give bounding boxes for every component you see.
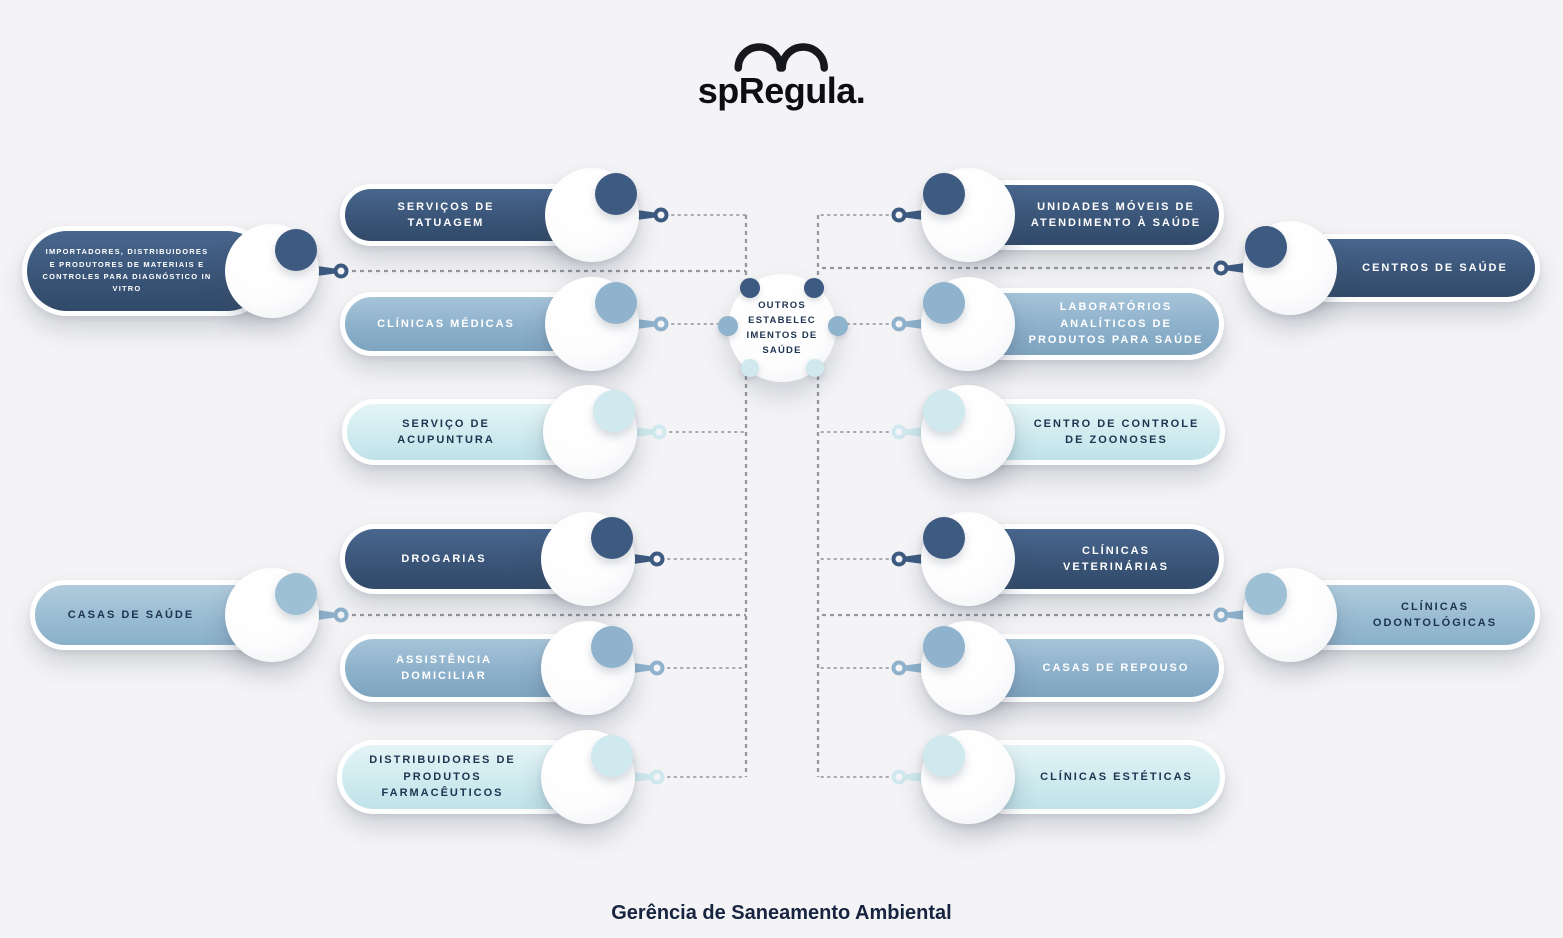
- pill-label: UNIDADES MÓVEIS DE ATENDIMENTO À SAÚDE: [1030, 200, 1202, 230]
- decor-dot: [591, 626, 633, 668]
- hub-dot-light: [806, 359, 824, 377]
- hub-label: OUTROS ESTABELEC IMENTOS DE SAÚDE: [746, 299, 818, 357]
- node-centros-de-saude: CENTROS DE SAÚDE: [1243, 221, 1540, 315]
- decor-dot: [923, 735, 965, 777]
- pill-label: SERVIÇO DE ACUPUNTURA: [397, 417, 495, 447]
- pill-label: IMPORTADORES, DISTRIBUIDORES E PRODUTORE…: [42, 247, 212, 294]
- decor-dot: [595, 173, 637, 215]
- pill-label: CLÍNICAS ESTÉTICAS: [1040, 770, 1193, 783]
- node-servicos-de-tatuagem: SERVIÇOS DE TATUAGEM: [340, 168, 639, 262]
- pill: CLÍNICAS VETERINÁRIAS: [968, 524, 1224, 594]
- pill-label: SERVIÇOS DE TATUAGEM: [397, 200, 495, 230]
- decor-dot: [923, 626, 965, 668]
- decor-dot: [275, 573, 317, 615]
- decor-dot: [923, 517, 965, 559]
- hub-outros-estabelecimentos: OUTROS ESTABELEC IMENTOS DE SAÚDE: [718, 272, 848, 384]
- node-distribuidores-produtos-farmaceuticos: DISTRIBUIDORES DE PRODUTOS FARMACÊUTICOS: [337, 730, 635, 824]
- node-clinicas-odontologicas: CLÍNICAS ODONTOLÓGICAS: [1243, 568, 1540, 662]
- decor-dot: [1245, 573, 1287, 615]
- pill-label: DISTRIBUIDORES DE PRODUTOS FARMACÊUTICOS: [369, 754, 516, 800]
- decor-dot: [591, 735, 633, 777]
- decor-dot: [595, 282, 637, 324]
- footer-title: Gerência de Saneamento Ambiental: [611, 902, 952, 924]
- decor-dot: [275, 229, 317, 271]
- hub-dot-light: [741, 359, 759, 377]
- pill-label: CLÍNICAS VETERINÁRIAS: [1063, 544, 1169, 574]
- node-casas-de-repouso: CASAS DE REPOUSO: [921, 621, 1224, 715]
- pill-label: CASAS DE SAÚDE: [67, 608, 195, 621]
- logo-glasses-icon: [734, 43, 829, 72]
- hub-dot-dark: [740, 278, 760, 298]
- decor-dot: [593, 390, 635, 432]
- pill: CLÍNICAS ODONTOLÓGICAS: [1290, 580, 1540, 650]
- decor-dot: [591, 517, 633, 559]
- logo-text: spRegula.: [697, 70, 866, 111]
- logo: spRegula.: [698, 26, 866, 112]
- node-clinicas-esteticas: CLÍNICAS ESTÉTICAS: [921, 730, 1225, 824]
- decor-dot: [923, 282, 965, 324]
- node-importadores-distribuidores-produtores: IMPORTADORES, DISTRIBUIDORES E PRODUTORE…: [22, 224, 319, 318]
- pill-label: CENTRO DE CONTROLE DE ZOONOSES: [1033, 417, 1200, 447]
- pill-label: DROGARIAS: [401, 552, 487, 565]
- node-unidades-moveis-atendimento-saude: UNIDADES MÓVEIS DE ATENDIMENTO À SAÚDE: [921, 168, 1224, 262]
- node-servico-de-acupuntura: SERVIÇO DE ACUPUNTURA: [342, 385, 637, 479]
- decor-dot: [923, 173, 965, 215]
- hub-dot-medium: [718, 316, 738, 336]
- pill-label: CENTROS DE SAÚDE: [1362, 261, 1508, 274]
- decor-dot: [1245, 226, 1287, 268]
- node-drogarias: DROGARIAS: [340, 512, 635, 606]
- node-clinicas-veterinarias: CLÍNICAS VETERINÁRIAS: [921, 512, 1224, 606]
- node-clinicas-medicas: CLÍNICAS MÉDICAS: [340, 277, 639, 371]
- hub-dot-dark: [804, 278, 824, 298]
- decor-dot: [923, 390, 965, 432]
- pill-label: ASSISTÊNCIA DOMICILIAR: [396, 653, 492, 683]
- pill-label: CASAS DE REPOUSO: [1042, 661, 1190, 674]
- pill-label: LABORATÓRIOS ANALÍTICOS DE PRODUTOS PARA…: [1028, 301, 1204, 347]
- hub-dot-medium: [828, 316, 848, 336]
- pill-label: CLÍNICAS MÉDICAS: [377, 317, 515, 330]
- pill-label: CLÍNICAS ODONTOLÓGICAS: [1372, 600, 1498, 630]
- node-assistencia-domiciliar: ASSISTÊNCIA DOMICILIAR: [340, 621, 635, 715]
- node-centro-controle-zoonoses: CENTRO DE CONTROLE DE ZOONOSES: [921, 385, 1225, 479]
- node-laboratorios-analiticos: LABORATÓRIOS ANALÍTICOS DE PRODUTOS PARA…: [921, 277, 1224, 371]
- node-casas-de-saude: CASAS DE SAÚDE: [30, 568, 319, 662]
